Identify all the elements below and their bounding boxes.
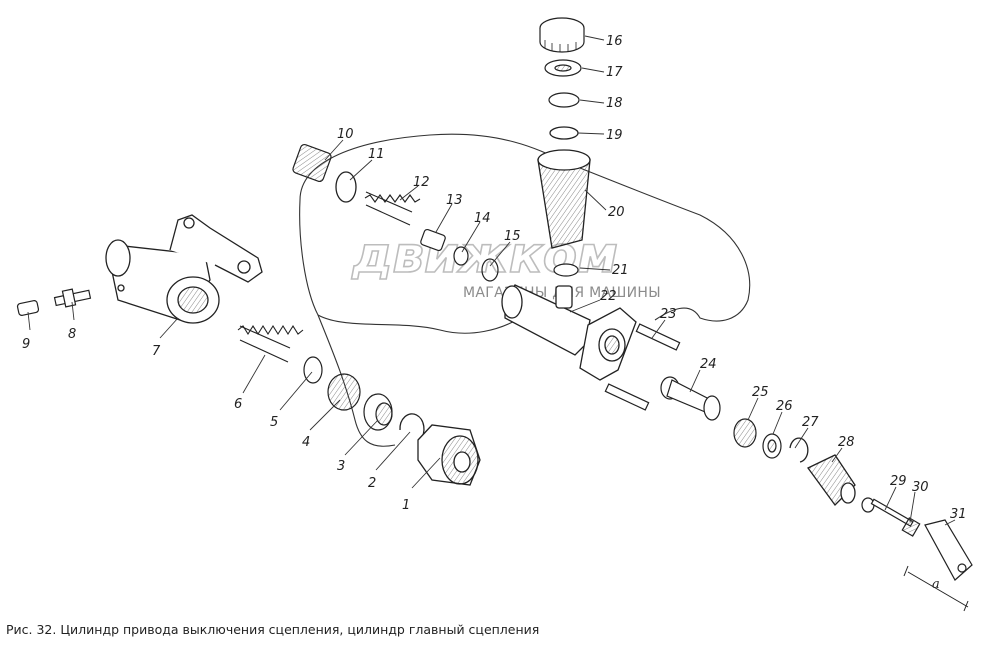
callout-5: 5 [270, 415, 278, 430]
part-17-filter [544, 59, 582, 77]
callout-9: 9 [22, 337, 30, 352]
callout-14: 14 [474, 211, 491, 226]
part-13-valve [420, 228, 446, 252]
part-10-plug [292, 143, 332, 183]
part-12-spring [364, 191, 421, 226]
part-1-boot [417, 424, 481, 486]
part-21-seal [553, 263, 579, 277]
part-15-ring [481, 258, 499, 282]
part-7-cylinder-body [105, 214, 263, 324]
callout-8: 8 [68, 327, 76, 342]
callout-17: 17 [606, 65, 623, 80]
part-2-retaining-ring [399, 413, 425, 441]
callout-28: 28 [838, 435, 855, 450]
callout-7: 7 [152, 344, 161, 359]
part-19-gasket [549, 126, 579, 140]
part-30-nut [901, 517, 921, 537]
part-3-cup [363, 393, 393, 431]
part-9-bleeder-cap [16, 300, 40, 316]
part-28-boot [807, 454, 856, 506]
callout-22: 22 [600, 289, 617, 304]
callout-13: 13 [446, 193, 463, 208]
callout-21: 21 [612, 263, 629, 278]
part-5-washer [303, 356, 323, 384]
callout-31: 31 [950, 507, 967, 522]
part-31-clevis [924, 519, 973, 581]
callout-20: 20 [608, 205, 625, 220]
part-24-pushrod [660, 376, 721, 421]
callout-3: 3 [337, 459, 345, 474]
part-16-reservoir-cap [539, 17, 585, 53]
callout-12: 12 [413, 175, 430, 190]
callout-labels: 1 2 3 4 5 6 7 8 9 10 11 12 13 14 15 16 1… [22, 34, 967, 522]
callout-27: 27 [802, 415, 819, 430]
part-23-stud [604, 323, 681, 411]
dimension-a: a [903, 565, 969, 612]
callout-16: 16 [606, 34, 623, 49]
part-18-clip [548, 92, 580, 108]
boundary-outline [299, 133, 751, 447]
part-27-retaining-ring [789, 437, 809, 463]
callout-1: 1 [402, 498, 410, 513]
figure-caption: Рис. 32. Цилиндр привода выключения сцеп… [6, 622, 540, 637]
callout-30: 30 [912, 480, 929, 495]
part-22-master-cylinder [501, 284, 637, 381]
callout-26: 26 [776, 399, 793, 414]
callout-15: 15 [504, 229, 521, 244]
part-25-piston [733, 418, 757, 448]
callout-4: 4 [302, 435, 310, 450]
part-29-pushrod [861, 497, 914, 527]
callout-19: 19 [606, 128, 623, 143]
part-14-washer [453, 246, 469, 266]
callout-25: 25 [752, 385, 769, 400]
part-4-piston [327, 373, 361, 411]
callout-29: 29 [890, 474, 907, 489]
callout-23: 23 [660, 307, 677, 322]
callout-10: 10 [337, 127, 354, 142]
part-11-gasket [335, 171, 357, 203]
dimension-label: a [932, 577, 940, 592]
callout-2: 2 [368, 476, 376, 491]
callout-11: 11 [368, 147, 385, 162]
part-6-spring [237, 324, 304, 363]
leader-lines [27, 35, 956, 526]
part-20-reservoir [537, 149, 591, 249]
callout-6: 6 [234, 397, 242, 412]
part-26-cup [762, 433, 782, 459]
callout-24: 24 [700, 357, 717, 372]
callout-18: 18 [606, 96, 623, 111]
